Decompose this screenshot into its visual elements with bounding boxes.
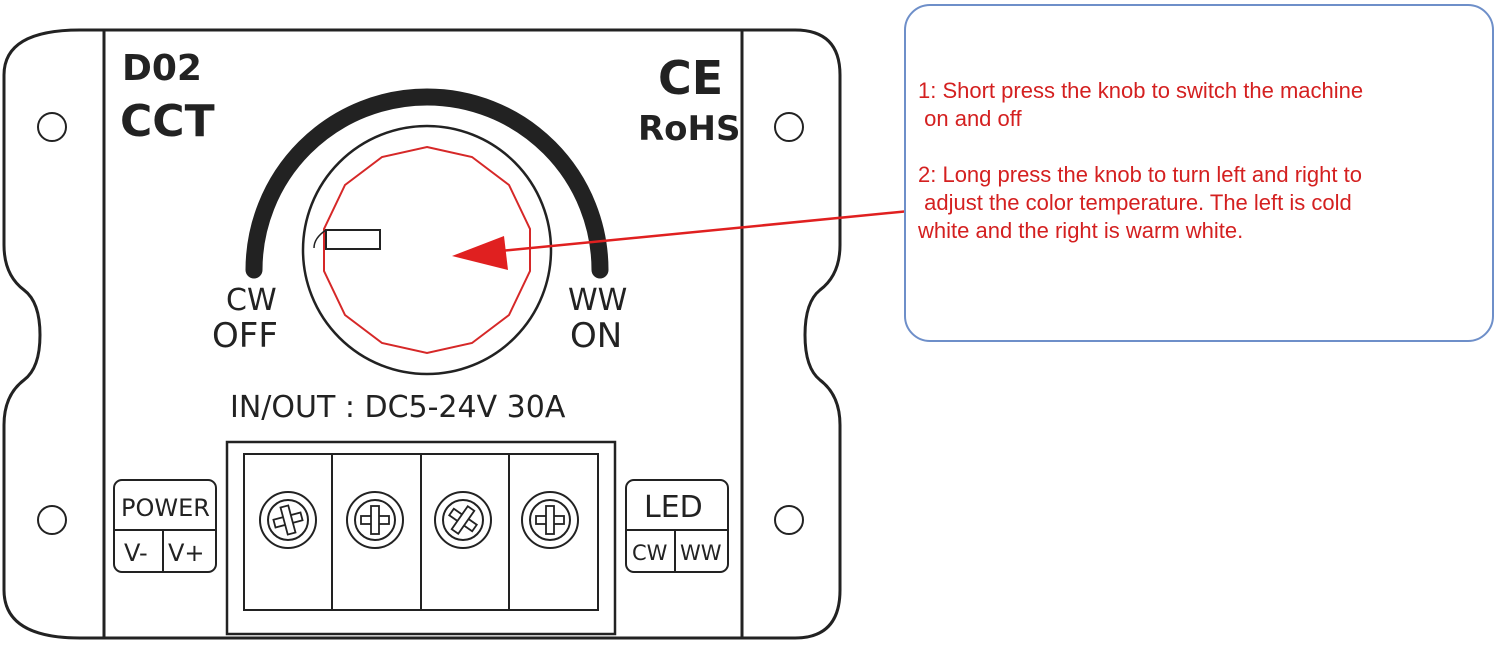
led-cw-label: CW	[632, 541, 668, 565]
terminal-screw-1[interactable]	[259, 491, 317, 549]
mounting-hole-top-left	[37, 112, 67, 142]
knob-indicator-tip	[313, 229, 327, 249]
power-minus-label: V-	[124, 539, 148, 567]
annotation-arrow-line	[489, 208, 921, 254]
instruction-note-2: 2: Long press the knob to turn left and …	[918, 162, 1362, 243]
dial-left-bottom-label: OFF	[212, 316, 278, 356]
dial-right-bottom-label: ON	[570, 316, 622, 356]
terminal-screw-3[interactable]	[434, 491, 492, 549]
rohs-mark: RoHS	[638, 109, 740, 149]
power-plus-label: V+	[168, 539, 205, 567]
mounting-hole-top-right	[774, 112, 804, 142]
type-label: CCT	[120, 96, 215, 147]
led-ww-label: WW	[680, 541, 722, 565]
power-label: POWER	[121, 494, 210, 522]
mounting-hole-bottom-left	[37, 505, 67, 535]
instruction-note-1: 1: Short press the knob to switch the ma…	[918, 78, 1364, 131]
model-label: D02	[122, 48, 202, 89]
rating-label: IN/OUT : DC5-24V 30A	[230, 390, 566, 425]
instruction-box	[904, 4, 1494, 342]
dial-right-top-label: WW	[568, 283, 627, 318]
knob-outer-ring[interactable]	[301, 124, 553, 376]
mounting-hole-bottom-right	[774, 505, 804, 535]
annotation-arrow-head	[452, 236, 508, 270]
terminal-screw-4[interactable]	[521, 491, 579, 549]
ce-mark: CE	[658, 51, 723, 105]
dial-left-top-label: CW	[226, 283, 277, 318]
terminal-screw-2[interactable]	[346, 491, 404, 549]
knob-indicator	[325, 229, 381, 250]
led-label: LED	[644, 490, 703, 525]
adjustment-arc	[245, 88, 609, 279]
knob-grip[interactable]	[323, 145, 531, 355]
led-label-box	[625, 479, 729, 573]
power-label-box	[113, 479, 217, 573]
